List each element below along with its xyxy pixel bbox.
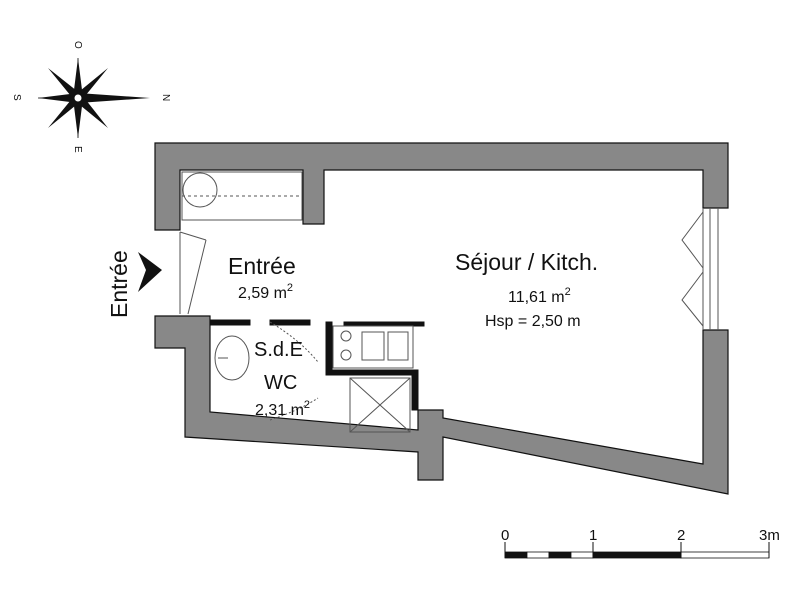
walls [154, 142, 729, 495]
compass-south-label: S [11, 94, 22, 101]
compass-north-label: N [160, 94, 171, 101]
window-east [681, 208, 719, 330]
scale-segment [680, 551, 770, 559]
water-heater [182, 172, 218, 208]
compass-west-label: O [72, 41, 83, 49]
sde-room-name-2: WC [264, 372, 297, 394]
washbasin [214, 335, 250, 381]
sejour-room-name: Séjour / Kitch. [455, 249, 598, 275]
wall-north-west [154, 142, 729, 231]
scale-bar: 0 1 2 3m [501, 527, 780, 559]
hob-ring [340, 330, 352, 342]
scale-segment [592, 551, 682, 559]
sde-room-name: S.d.E [254, 339, 303, 361]
scale-segment [570, 551, 594, 559]
sde-room-area: 2,31 m2 [255, 399, 310, 419]
entrance-label: Entrée [106, 250, 132, 318]
scale-segment [548, 551, 572, 559]
sejour-room-area: 11,61 m2 [508, 286, 571, 306]
hob-ring [340, 349, 352, 361]
partitions [209, 319, 425, 411]
scale-tick-label: 2 [677, 527, 685, 544]
sejour-room-height: Hsp = 2,50 m [485, 313, 581, 330]
scale-segment [504, 551, 528, 559]
fixtures [181, 171, 414, 433]
entree-room-name: Entrée [228, 253, 296, 279]
wall-east-south [154, 315, 729, 495]
compass-rose: O N S E [11, 41, 171, 153]
kitchen-sink [387, 331, 409, 361]
entree-room-area: 2,59 m2 [238, 282, 293, 302]
scale-segment [526, 551, 550, 559]
compass-east-label: E [72, 146, 83, 153]
scale-tick-label: 1 [589, 527, 597, 544]
shower-tray [349, 377, 411, 433]
kitchen-sink [361, 331, 385, 361]
scale-tick-label: 0 [501, 527, 509, 544]
entrance-door [179, 231, 207, 315]
entrance-arrow-icon [138, 252, 162, 292]
kitchen-unit [332, 325, 414, 369]
scale-tick-label: 3m [759, 527, 780, 544]
